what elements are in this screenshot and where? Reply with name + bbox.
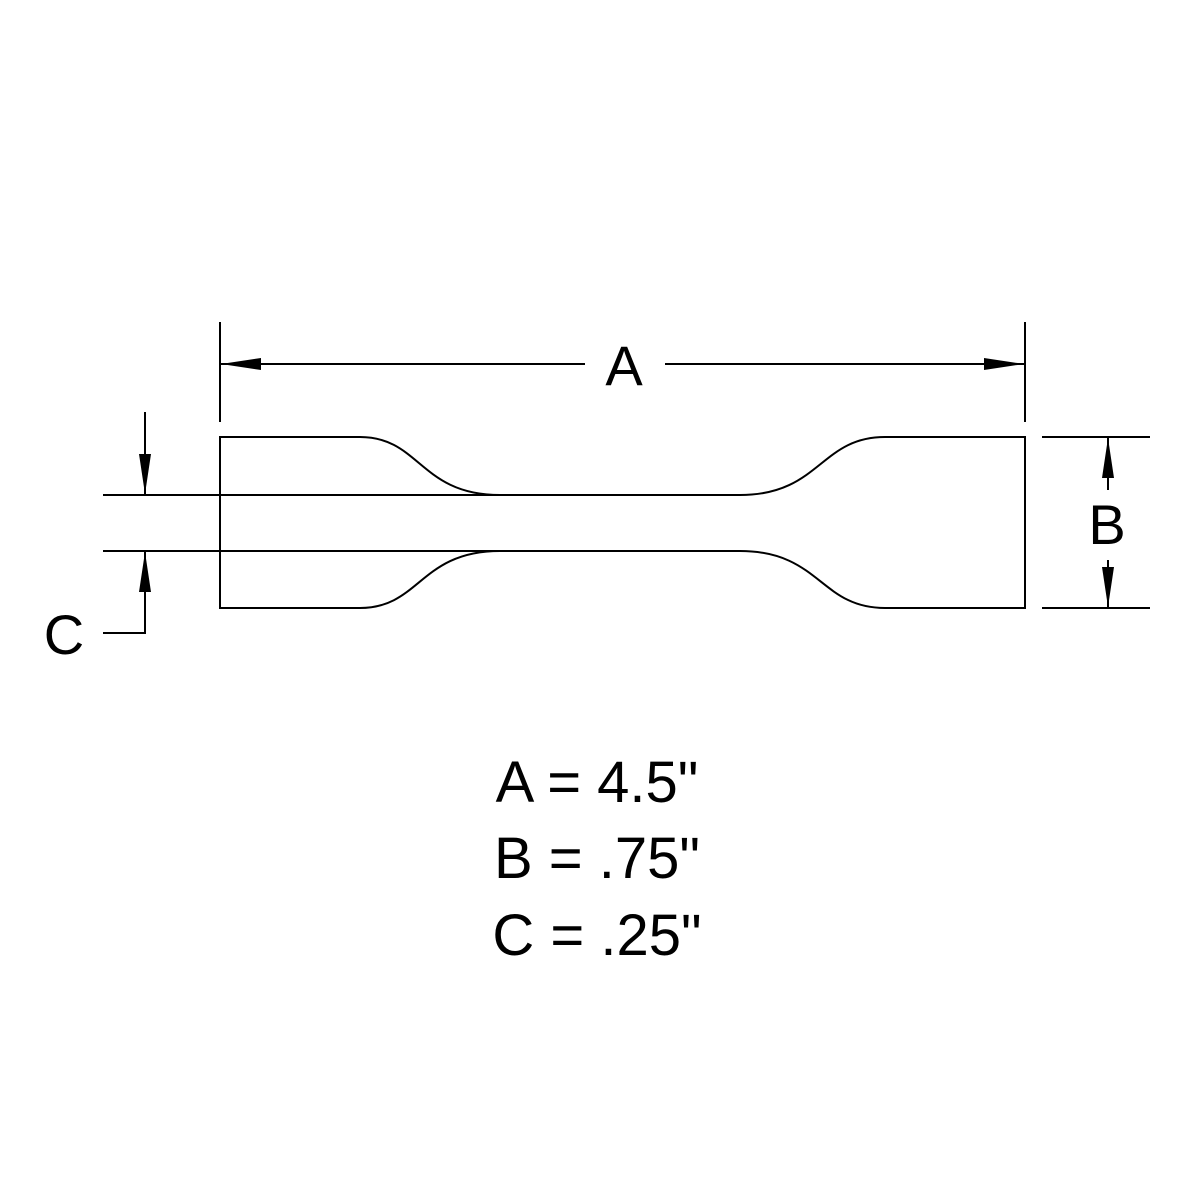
label-c: C	[44, 603, 84, 666]
label-b: B	[1088, 493, 1125, 556]
dimension-c-value: C = .25"	[492, 903, 701, 968]
label-a: A	[605, 334, 643, 397]
dimension-a-value: A = 4.5"	[496, 750, 699, 815]
dimension-b-value: B = .75"	[494, 826, 700, 891]
c-leader	[103, 600, 146, 634]
specimen-outline	[219, 436, 1026, 609]
